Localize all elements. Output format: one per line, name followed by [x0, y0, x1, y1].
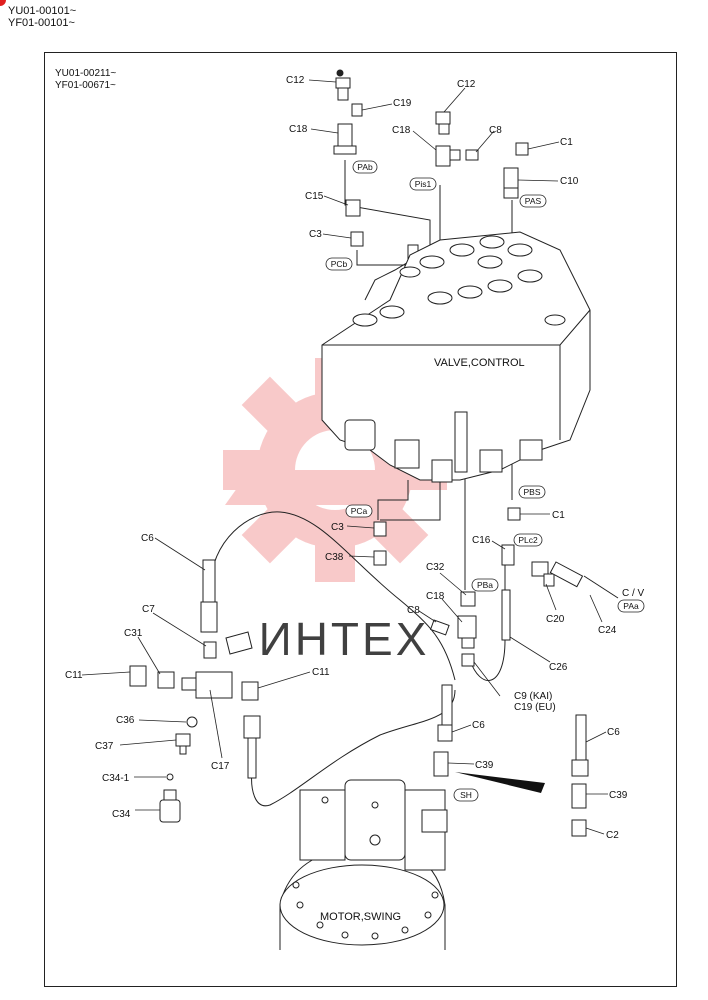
part-c12-left: C12	[286, 75, 305, 86]
annotation-kai: C9 (KAI)	[514, 691, 552, 702]
part-c18-low: C18	[426, 591, 445, 602]
part-c3-top: C3	[309, 229, 322, 240]
diagram-frame	[44, 52, 677, 987]
svg-text:PLc2: PLc2	[518, 535, 538, 545]
part-c16: C16	[472, 535, 491, 546]
port-pbs: PBS	[518, 485, 546, 499]
part-c10: C10	[560, 176, 579, 187]
part-c24: C24	[598, 625, 617, 636]
port-pba: PBa	[471, 578, 499, 592]
part-c11-mid: C11	[312, 667, 330, 678]
svg-text:PAS: PAS	[525, 196, 542, 206]
part-c8-top: C8	[489, 125, 502, 136]
port-paa: PAa	[617, 599, 645, 613]
fittings	[129, 69, 619, 837]
part-c1-right: C1	[552, 510, 565, 521]
swing-motor	[279, 779, 448, 950]
annotation-eu: C19 (EU)	[514, 702, 556, 713]
part-c12-mid: C12	[457, 79, 476, 90]
page-header: YU01-00101~ YF01-00101~	[0, 0, 200, 30]
swing-motor-label: MOTOR,SWING	[320, 911, 401, 923]
check-valve-label: C / V	[622, 588, 645, 599]
part-c6-left: C6	[141, 533, 154, 544]
part-c26: C26	[549, 662, 568, 673]
port-pab: PAb	[352, 160, 378, 174]
part-c36: C36	[116, 715, 135, 726]
part-c8-low: C8	[407, 605, 420, 616]
part-c6-right: C6	[607, 727, 620, 738]
part-c19: C19	[393, 98, 412, 109]
control-valve-label: VALVE,CONTROL	[434, 357, 525, 369]
frame-serial-line-2: YF01-00671~	[55, 80, 116, 91]
part-c17: C17	[211, 761, 230, 772]
part-c34: C34	[112, 809, 131, 820]
part-c3-mid: C3	[331, 522, 344, 533]
svg-text:PAb: PAb	[357, 162, 373, 172]
part-c1-top: C1	[560, 137, 573, 148]
part-c20: C20	[546, 614, 565, 625]
watermark-text: ИНТЕХ	[259, 613, 430, 665]
svg-text:PCb: PCb	[331, 259, 348, 269]
part-c18-mid: C18	[392, 125, 411, 136]
part-c18-left: C18	[289, 124, 308, 135]
part-callouts: C12 C19 C18 C12 C18 C8 C1 C10 C15 C3 C3 …	[65, 75, 628, 841]
part-c31: C31	[124, 628, 143, 639]
part-c7: C7	[142, 604, 155, 615]
svg-text:SH: SH	[460, 790, 472, 800]
part-c11-left: C11	[65, 670, 83, 681]
port-plc2: PLc2	[513, 533, 543, 547]
svg-text:Pis1: Pis1	[415, 179, 432, 189]
port-sh: SH	[453, 788, 479, 802]
svg-text:PAa: PAa	[623, 601, 639, 611]
part-c37: C37	[95, 741, 114, 752]
control-valve	[321, 231, 591, 483]
part-c39-right: C39	[609, 790, 628, 801]
sh-detail-wedge	[455, 772, 545, 793]
svg-text:PBa: PBa	[477, 580, 493, 590]
part-c34-1: C34-1	[102, 773, 130, 784]
port-pca: PCa	[345, 504, 373, 518]
header-serial-line-1: YU01-00101~	[8, 5, 77, 17]
port-pcb: PCb	[325, 257, 353, 271]
part-c2: C2	[606, 830, 619, 841]
page-marker-icon	[0, 0, 6, 6]
c12-cap-icon	[336, 69, 344, 77]
svg-text:PBS: PBS	[523, 487, 540, 497]
port-pis1: Pis1	[409, 177, 437, 191]
svg-text:PCa: PCa	[351, 506, 368, 516]
part-c6-mid: C6	[472, 720, 485, 731]
leader-lines	[81, 79, 608, 835]
header-serial-line-2: YF01-00101~	[8, 17, 75, 29]
part-c39-mid: C39	[475, 760, 494, 771]
port-labels: PAb Pis1 PAS PCb PCa PBS PLc2 PBa	[325, 160, 645, 802]
part-c32: C32	[426, 562, 445, 573]
part-c38: C38	[325, 552, 344, 563]
part-c15: C15	[305, 191, 324, 202]
port-pas: PAS	[519, 194, 547, 208]
frame-serial-line-1: YU01-00211~	[55, 68, 116, 79]
